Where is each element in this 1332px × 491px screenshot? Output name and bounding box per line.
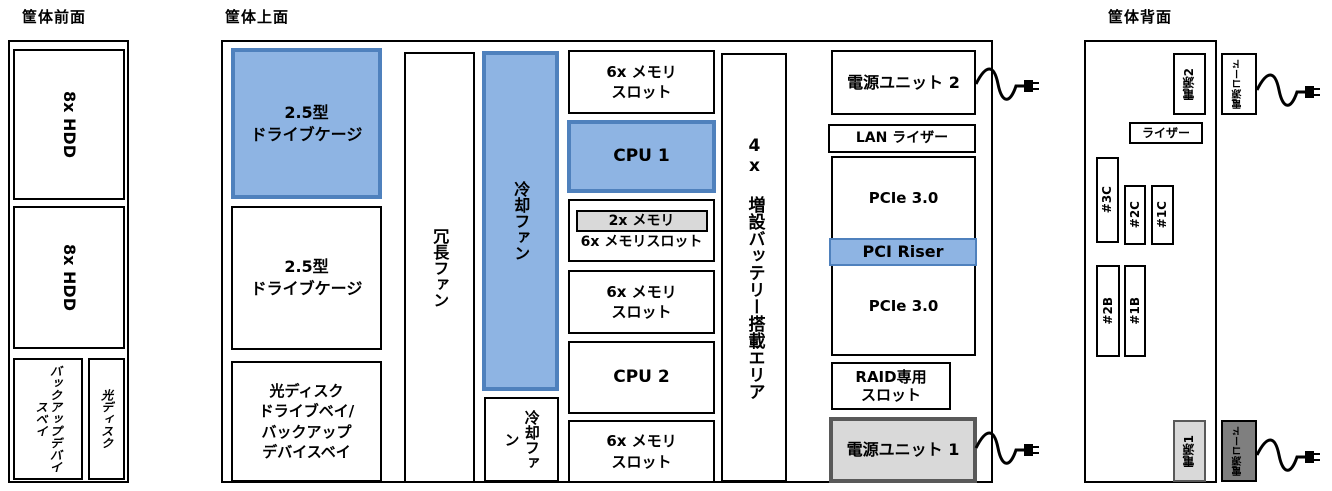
rear-psu-2-power-cable-icon xyxy=(1255,73,1320,107)
rear-psu-1-label: 電源1 xyxy=(1182,434,1197,468)
front-hdd-bay-top: 8x HDD xyxy=(13,49,125,200)
rear-psu-2-cord-label: 電源コード xyxy=(1233,59,1245,109)
lan-riser: LAN ライザー xyxy=(828,124,976,153)
rear-riser: ライザー xyxy=(1129,122,1203,144)
front-hdd-top-label: 8x HDD xyxy=(59,91,79,158)
rear-slot-2b: #2B xyxy=(1096,265,1120,357)
raid-slot: RAID専用 スロット xyxy=(831,362,951,410)
rear-slot-1c: #1C xyxy=(1151,185,1174,245)
front-view-title: 筐体前面 xyxy=(22,8,87,26)
drive-cage-2: 2.5型 ドライブケージ xyxy=(231,206,382,350)
rear-view-title: 筐体背面 xyxy=(1108,8,1173,26)
drive-cage-1: 2.5型 ドライブケージ xyxy=(231,48,382,199)
psu-2-unit: 電源ユニット 2 xyxy=(831,50,976,115)
optical-drive-bay: 光ディスク ドライブベイ/ バックアップ デバイスベイ xyxy=(231,361,382,482)
front-hdd-mid-label: 8x HDD xyxy=(59,244,79,311)
rear-slot-3c: #3C xyxy=(1096,157,1119,243)
rear-slot-1c-label: #1C xyxy=(1155,201,1170,229)
rear-slot-2c: #2C xyxy=(1124,185,1146,245)
rear-psu-1-cord: 電源コード xyxy=(1221,420,1257,482)
rear-slot-3c-label: #3C xyxy=(1100,186,1115,214)
rear-psu-2-label: 電源2 xyxy=(1182,67,1197,101)
pci-riser: PCI Riser xyxy=(829,238,977,266)
rear-psu-1: 電源1 xyxy=(1173,420,1206,482)
rear-slot-1b-label: #1B xyxy=(1127,297,1142,325)
rear-slot-2b-label: #2B xyxy=(1100,297,1115,325)
cpu-1: CPU 1 xyxy=(567,120,716,193)
battery-area: 4x 増設バッテリー搭載エリア xyxy=(721,53,787,482)
pcie-bottom-label: PCIe 3.0 xyxy=(868,297,939,315)
rear-psu-1-cord-label: 電源コード xyxy=(1233,426,1245,476)
pcie-top-label: PCIe 3.0 xyxy=(868,189,939,207)
redundant-fan-label: 冗長ファン xyxy=(430,227,450,308)
rear-psu-1-power-cable-icon xyxy=(1255,438,1320,472)
cooling-fan-small: 冷却ファン xyxy=(484,397,559,482)
memory-6x-slot-label: 6x メモリスロット xyxy=(580,233,703,250)
front-optical-label: 光ディスク xyxy=(99,389,114,449)
memory-slot-2: 6x メモリ スロット xyxy=(568,270,715,334)
psu-2-power-cable-icon xyxy=(974,67,1039,101)
front-backup-bay-label: バックアップデバイスベイ xyxy=(34,365,63,473)
rear-slot-2c-label: #2C xyxy=(1127,201,1142,229)
memory-block-mixed: 2x メモリ 6x メモリスロット xyxy=(568,199,715,262)
rear-slot-1b: #1B xyxy=(1124,265,1146,357)
cpu-2: CPU 2 xyxy=(568,341,715,414)
rear-psu-2: 電源2 xyxy=(1173,53,1206,115)
cooling-fan-main-label: 冷却ファン xyxy=(511,181,531,261)
cooling-fan-main: 冷却ファン xyxy=(482,51,559,391)
psu-1-power-cable-icon xyxy=(974,431,1039,465)
redundant-fan: 冗長ファン xyxy=(404,52,475,483)
front-hdd-bay-mid: 8x HDD xyxy=(13,206,125,349)
memory-2x-populated: 2x メモリ xyxy=(575,209,708,232)
top-view-title: 筐体上面 xyxy=(225,8,290,26)
memory-slot-1: 6x メモリ スロット xyxy=(568,50,715,114)
psu-1-unit: 電源ユニット 1 xyxy=(829,417,977,483)
front-optical-bay: 光ディスク xyxy=(88,358,125,480)
memory-slot-3: 6x メモリ スロット xyxy=(568,420,715,483)
battery-area-label: 4x 増設バッテリー搭載エリア xyxy=(744,135,765,400)
front-backup-bay: バックアップデバイスベイ xyxy=(13,358,83,480)
cooling-fan-small-label: 冷却ファン xyxy=(502,409,541,470)
rear-psu-2-cord: 電源コード xyxy=(1221,53,1257,115)
